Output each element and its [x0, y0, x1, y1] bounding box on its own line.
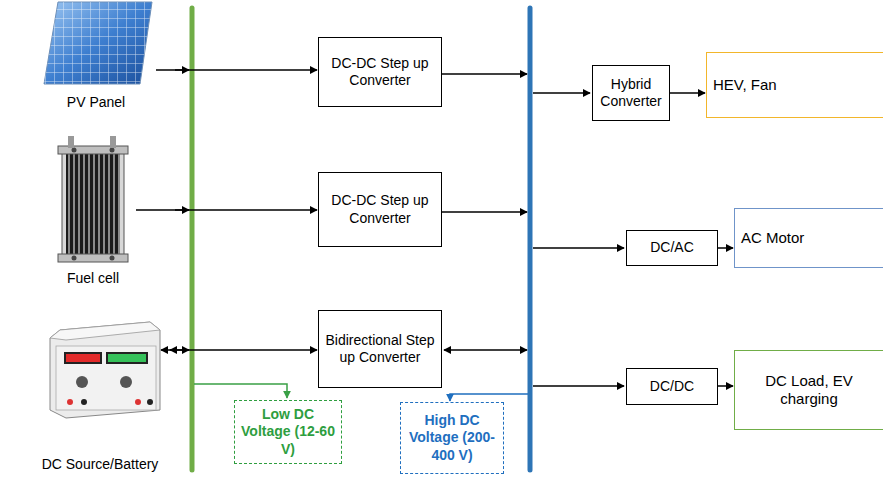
node-label: DC Load, EV charging [741, 372, 877, 408]
node-label: Low DC Voltage (12-60 V) [239, 406, 337, 459]
connector-arrow [718, 385, 733, 387]
node-label: DC Source/Battery [40, 456, 161, 472]
connector-arrow [170, 349, 317, 351]
connector-arrow [670, 92, 705, 94]
low-voltage-bus [190, 8, 195, 470]
converter-box: Hybrid Converter [592, 65, 670, 121]
source-icon: PV Panel [36, 0, 156, 110]
node-label: Bidirectional Step up Converter [324, 332, 436, 367]
dc-power-supply-icon [50, 322, 160, 418]
converter-box: DC/DC [626, 368, 718, 405]
voltage-level-box: Low DC Voltage (12-60 V) [234, 400, 342, 464]
connector-arrow [156, 69, 317, 71]
node-label: DC-DC Step up Converter [324, 192, 436, 227]
converter-box: DC-DC Step up Converter [318, 172, 442, 247]
node-label: DC-DC Step up Converter [324, 55, 436, 90]
source-icon: Fuel cell [50, 132, 136, 286]
high-voltage-leader [450, 394, 528, 401]
low-voltage-leader [194, 384, 287, 398]
node-label: Hybrid Converter [598, 76, 664, 111]
connector-arrow [718, 247, 733, 249]
load-box: DC Load, EV charging [734, 350, 883, 430]
load-box: AC Motor [734, 208, 883, 268]
converter-box: DC-DC Step up Converter [318, 37, 442, 107]
node-label: High DC Voltage (200-400 V) [405, 412, 499, 465]
node-label: AC Motor [741, 229, 804, 247]
converter-box: Bidirectional Step up Converter [318, 310, 442, 388]
pv-panel-icon [44, 2, 152, 84]
high-voltage-bus [528, 8, 533, 470]
node-label: DC/AC [650, 239, 694, 257]
voltage-level-box: High DC Voltage (200-400 V) [400, 402, 504, 474]
node-label: HEV, Fan [713, 76, 777, 94]
converter-box: DC/AC [626, 230, 718, 266]
source-icon: DC Source/Battery [30, 318, 170, 472]
connector-arrow [136, 209, 317, 211]
node-label: DC/DC [650, 378, 694, 396]
load-box: HEV, Fan [706, 52, 883, 118]
fuel-cell-icon [58, 136, 128, 262]
node-label: PV Panel [65, 94, 127, 110]
node-label: Fuel cell [65, 270, 121, 286]
